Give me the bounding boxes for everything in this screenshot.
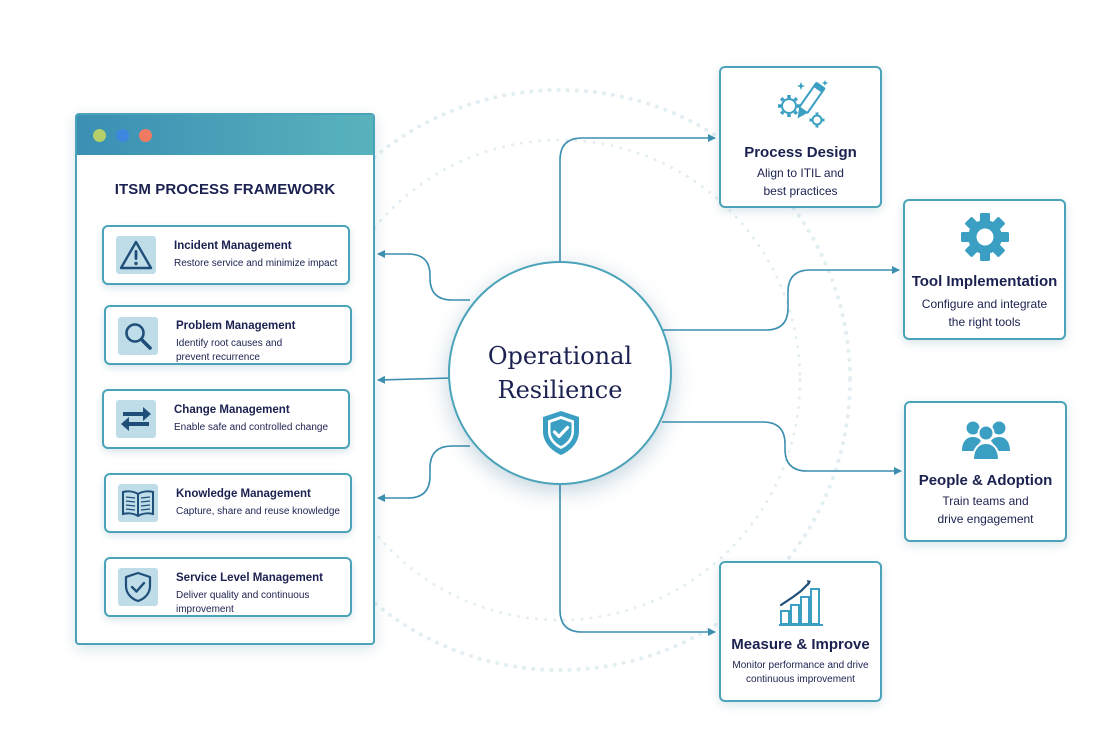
card-people-adoption: People & Adoption Train teams and drive …: [904, 401, 1067, 542]
warning-icon: [116, 236, 156, 274]
process-description: Identify root causes and prevent recurre…: [176, 338, 283, 363]
process-title: Problem Management: [176, 320, 296, 332]
window-title-bar: [77, 115, 373, 155]
connector-knowledge: [377, 445, 470, 502]
connectors: [377, 134, 902, 636]
card-description: Configure and integrate the right tools: [921, 297, 1048, 329]
magnifier-icon: [118, 317, 158, 355]
process-description: Deliver quality and continuous improveme…: [176, 590, 310, 615]
card-title: Tool Implementation: [911, 273, 1058, 290]
card-title: Process Design: [744, 144, 857, 161]
window-dot-blue: [116, 129, 129, 142]
card-description: Align to ITIL and best practices: [757, 166, 844, 198]
process-incident-management: Incident Management Restore service and …: [102, 225, 350, 285]
process-knowledge-management: Knowledge Management Capture, share and …: [104, 473, 352, 533]
card-process-design: Process Design Align to ITIL and best pr…: [719, 66, 882, 208]
itsm-framework-panel: ITSM PROCESS FRAMEWORK: [75, 113, 375, 645]
operational-resilience-hub: Operational Resilience: [448, 261, 672, 485]
book-icon: [118, 484, 158, 522]
process-title: Service Level Management: [176, 572, 324, 584]
card-measure-improve: Measure & Improve Monitor performance an…: [719, 561, 882, 702]
card-description: Train teams and drive engagement: [937, 494, 1034, 526]
connector-measure-improve: [559, 485, 716, 636]
process-description: Capture, share and reuse knowledge: [176, 506, 340, 517]
connector-change: [377, 375, 453, 384]
process-service-level-management: Service Level Management Deliver quality…: [104, 557, 352, 617]
process-description: Enable safe and controlled change: [174, 422, 329, 433]
connector-process-design: [559, 134, 716, 262]
connector-people-adoption: [662, 421, 902, 475]
framework-title: ITSM PROCESS FRAMEWORK: [114, 181, 336, 198]
gear-icon: [959, 211, 1011, 268]
card-title: People & Adoption: [918, 472, 1053, 489]
process-title: Change Management: [174, 404, 290, 416]
card-tool-implementation: Tool Implementation Configure and integr…: [903, 199, 1066, 340]
people-icon: [961, 417, 1011, 466]
shield-check-icon: [539, 409, 583, 457]
process-title: Incident Management: [174, 240, 292, 252]
swap-arrows-icon: [116, 400, 156, 438]
connector-tool-implementation: [662, 266, 900, 331]
shield-check-icon: [118, 568, 158, 606]
window-dot-green: [93, 129, 106, 142]
process-change-management: Change Management Enable safe and contro…: [102, 389, 350, 449]
process-title: Knowledge Management: [176, 488, 311, 500]
process-description: Restore service and minimize impact: [174, 258, 338, 269]
connector-incident: [377, 250, 470, 301]
process-problem-management: Problem Management Identify root causes …: [104, 305, 352, 365]
window-dot-red: [139, 129, 152, 142]
hub-title: Operational Resilience: [487, 342, 633, 404]
gears-pencil-icon: [771, 76, 831, 139]
card-title: Measure & Improve: [731, 636, 870, 653]
bar-chart-growth-icon: [777, 575, 825, 632]
card-description: Monitor performance and drive continuous…: [732, 660, 869, 685]
